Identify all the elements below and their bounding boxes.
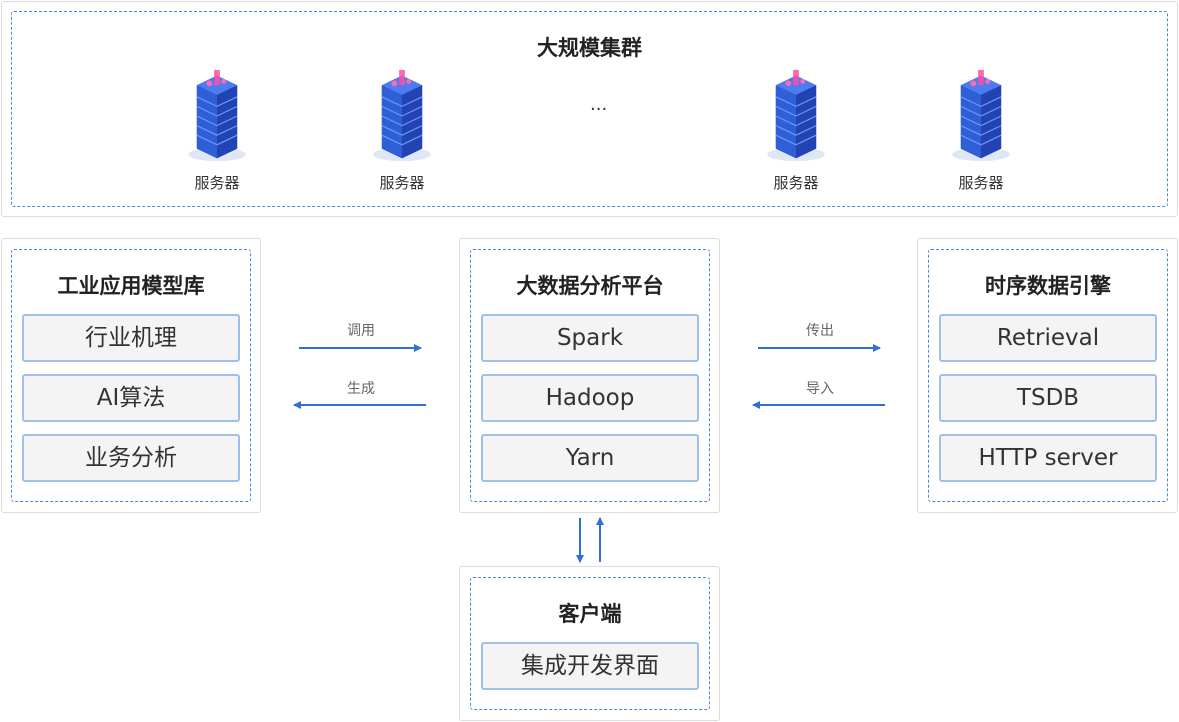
model-library-title: 工业应用模型库 (57, 274, 205, 298)
tsdb-engine-panel: 时序数据引擎 (928, 249, 1168, 502)
model-item-ai: AI算法 (22, 374, 240, 422)
model-library-panel: 工业应用模型库 (11, 249, 251, 502)
server-label: 服务器 (379, 174, 425, 192)
bigdata-item-hadoop: Hadoop (481, 374, 699, 422)
tsdb-engine-title: 时序数据引擎 (985, 274, 1111, 298)
engine-item-retrieval: Retrieval (939, 314, 1157, 362)
server-1: 服务器 (177, 68, 257, 193)
arrow-label-generate: 生成 (347, 381, 375, 397)
bigdata-title: 大数据分析平台 (516, 274, 664, 298)
server-4: 服务器 (941, 68, 1021, 193)
server-label: 服务器 (958, 174, 1004, 192)
client-panel: 客户端 (470, 577, 710, 710)
model-item-business: 业务分析 (22, 434, 240, 482)
servers-ellipsis: ... (590, 94, 608, 115)
client-title: 客户端 (558, 602, 622, 626)
server-3: 服务器 (756, 68, 836, 193)
model-item-industry: 行业机理 (22, 314, 240, 362)
cluster-panel: 大规模集群 (11, 11, 1168, 207)
arrow-label-export: 传出 (806, 323, 834, 339)
cluster-title: 大规模集群 (537, 36, 642, 60)
engine-item-http: HTTP server (939, 434, 1157, 482)
bigdata-item-spark: Spark (481, 314, 699, 362)
arrow-label-call: 调用 (347, 323, 375, 339)
server-2: 服务器 (362, 68, 442, 193)
bigdata-panel: 大数据分析平台 (470, 249, 710, 502)
client-item-ide: 集成开发界面 (481, 642, 699, 690)
server-label: 服务器 (773, 174, 819, 192)
arrow-label-import: 导入 (806, 381, 834, 397)
bigdata-item-yarn: Yarn (481, 434, 699, 482)
server-label: 服务器 (194, 174, 240, 192)
engine-item-tsdb: TSDB (939, 374, 1157, 422)
